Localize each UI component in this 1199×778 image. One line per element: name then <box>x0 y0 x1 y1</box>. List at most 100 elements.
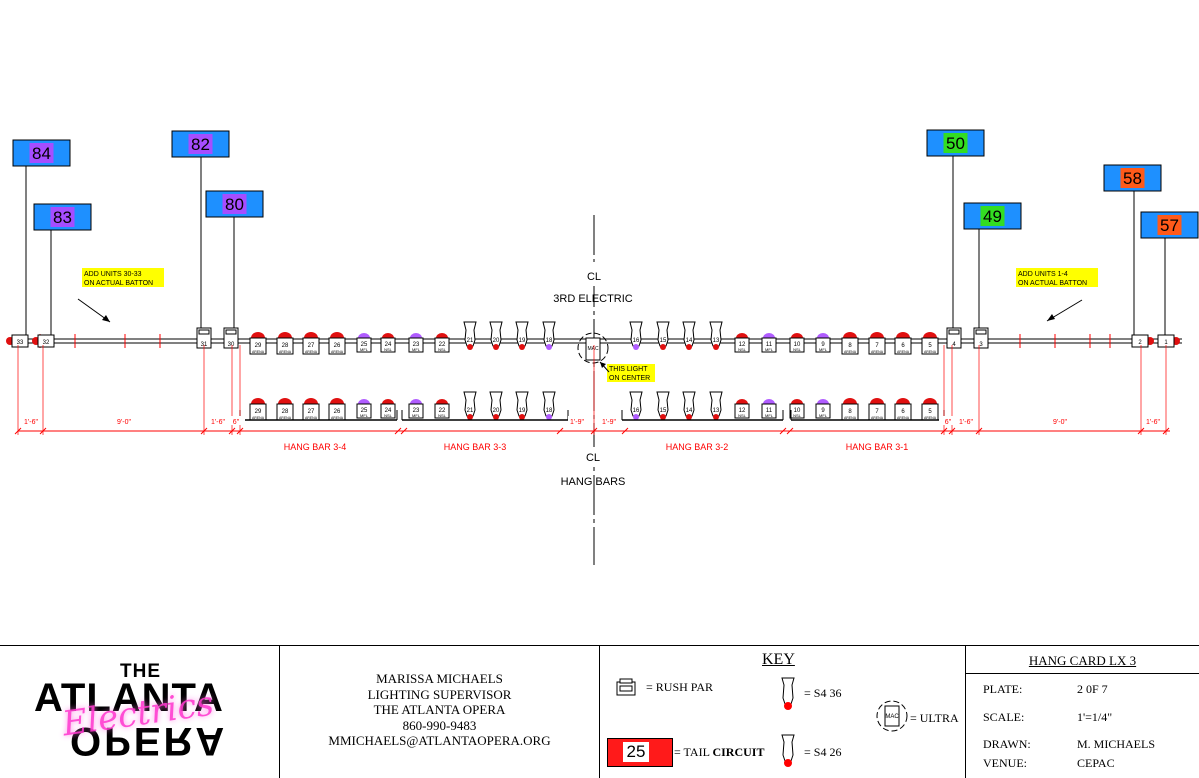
tail-circuit-label: = TAIL CIRCUIT <box>674 745 765 759</box>
unit-number: 16 <box>633 408 640 414</box>
plate-value: 2 0F 7 <box>1077 682 1108 696</box>
hang-bar-label: HANG BAR 3-3 <box>444 442 507 452</box>
dim-label-bg <box>568 416 586 425</box>
unit-number: 28 <box>282 409 289 415</box>
unit-number: 19 <box>519 408 526 414</box>
hang-bar-label: HANG BAR 3-4 <box>284 442 347 452</box>
svg-text:MAC: MAC <box>885 714 899 720</box>
arena-lens <box>304 398 318 404</box>
s4-lens <box>633 344 639 350</box>
circuit-box: 58 <box>1103 164 1162 338</box>
unit-number: 8 <box>848 343 852 349</box>
rush-par-cap <box>948 329 960 335</box>
s4-lens <box>546 414 552 420</box>
s4-lens <box>633 414 639 420</box>
circuit-number: 83 <box>53 208 72 227</box>
dim-label-bg <box>939 416 957 425</box>
arena-lens <box>251 332 265 338</box>
par-body <box>815 337 831 353</box>
par-lens <box>382 399 394 404</box>
unit-tag: MFL <box>412 347 421 352</box>
dim-tick <box>228 427 236 435</box>
dim-tick <box>948 427 956 435</box>
dim-tick <box>556 427 564 435</box>
rush-par-cap <box>975 329 987 335</box>
unit-tag: ARENA <box>871 416 884 420</box>
dim-label: 1'-9" <box>570 419 584 426</box>
scale-label: SCALE: <box>983 710 1025 724</box>
unit-tag: MFL <box>765 413 774 418</box>
dim-tick <box>786 427 794 435</box>
par-lens <box>763 333 775 338</box>
unit-tag: MFL <box>765 347 774 352</box>
dim-label: 1'-9" <box>602 419 616 426</box>
note-left: ADD UNITS 30-33 ON ACTUAL BATTON <box>77 268 164 323</box>
s4-lens <box>686 414 692 420</box>
unit-number: 12 <box>739 342 746 348</box>
circuit-swatch <box>1157 215 1182 235</box>
unit-tag: NSL <box>384 413 393 418</box>
par-lens <box>436 333 448 338</box>
drawn-label: DRAWN: <box>983 737 1031 751</box>
dim-tick <box>400 427 408 435</box>
unit-number: 6 <box>901 343 905 349</box>
par-body <box>380 403 396 419</box>
unit-tag: MFL <box>360 413 369 418</box>
par-body <box>761 337 777 353</box>
unit-number: 29 <box>255 409 262 415</box>
svg-text:ADD UNITS 1-4: ADD UNITS 1-4 <box>1018 271 1068 278</box>
dim-label: 6" <box>945 419 952 426</box>
circuit-swatch <box>50 207 75 227</box>
arena-body <box>276 337 294 355</box>
dim-label-bg <box>115 416 133 425</box>
unit-number: 12 <box>739 408 746 414</box>
arena-lens <box>896 398 910 404</box>
unit-tag: MFL <box>412 413 421 418</box>
arena-body <box>868 337 886 355</box>
par-lens <box>410 399 422 404</box>
unit-number: 11 <box>766 342 773 348</box>
svg-text:THIS LIGHT: THIS LIGHT <box>609 366 648 373</box>
unit-number: 5 <box>928 409 932 415</box>
s4-body <box>629 321 643 347</box>
unit-number: 5 <box>928 343 932 349</box>
par-body <box>434 403 450 419</box>
logo-cell: THE ATLANTA OPERA Electrics <box>0 646 280 778</box>
unit-tag: ARENA <box>331 416 344 420</box>
end-unit: 33 <box>6 334 29 348</box>
circuit-number: 49 <box>983 207 1002 226</box>
contact-phone: 860-990-9483 <box>402 717 477 733</box>
unit-number: 8 <box>848 409 852 415</box>
unit-number: 3 <box>979 342 983 348</box>
s4-lens <box>660 344 666 350</box>
arena-lens <box>330 398 344 404</box>
svg-text:MAC: MAC <box>587 346 599 352</box>
end-unit: 1 <box>1157 334 1180 348</box>
key-cell: KEY = RUSH PAR = S4 36 MAC = ULTRA 25 = … <box>600 646 966 778</box>
dim-tick <box>200 427 208 435</box>
svg-text:ON ACTUAL BATTON: ON ACTUAL BATTON <box>1018 280 1087 287</box>
end-unit-body <box>37 334 55 348</box>
dim-tick <box>940 427 948 435</box>
svg-text:ON CENTER: ON CENTER <box>609 375 650 382</box>
par-lens <box>817 399 829 404</box>
title-block: THE ATLANTA OPERA Electrics MARISSA MICH… <box>0 645 1199 778</box>
arena-lens <box>843 332 857 338</box>
dim-tick <box>975 427 983 435</box>
s4-lens <box>493 344 499 350</box>
circuit-box: 80 <box>205 190 264 338</box>
arena-lens <box>923 398 937 404</box>
par-body <box>789 337 805 353</box>
unit-number: 26 <box>334 343 341 349</box>
dim-tick <box>14 427 22 435</box>
dim-tick <box>236 427 244 435</box>
s4-26-icon <box>781 734 795 767</box>
par-lens <box>410 333 422 338</box>
dim-label-bg <box>22 416 40 425</box>
circuit-number: 50 <box>946 134 965 153</box>
s4-body <box>656 321 670 347</box>
dim-label: 1'-6" <box>1146 419 1160 426</box>
unit-number: 10 <box>794 408 801 414</box>
par-lens <box>791 333 803 338</box>
contact-email[interactable]: MMICHAELS@ATLANTAOPERA.ORG <box>328 733 551 748</box>
